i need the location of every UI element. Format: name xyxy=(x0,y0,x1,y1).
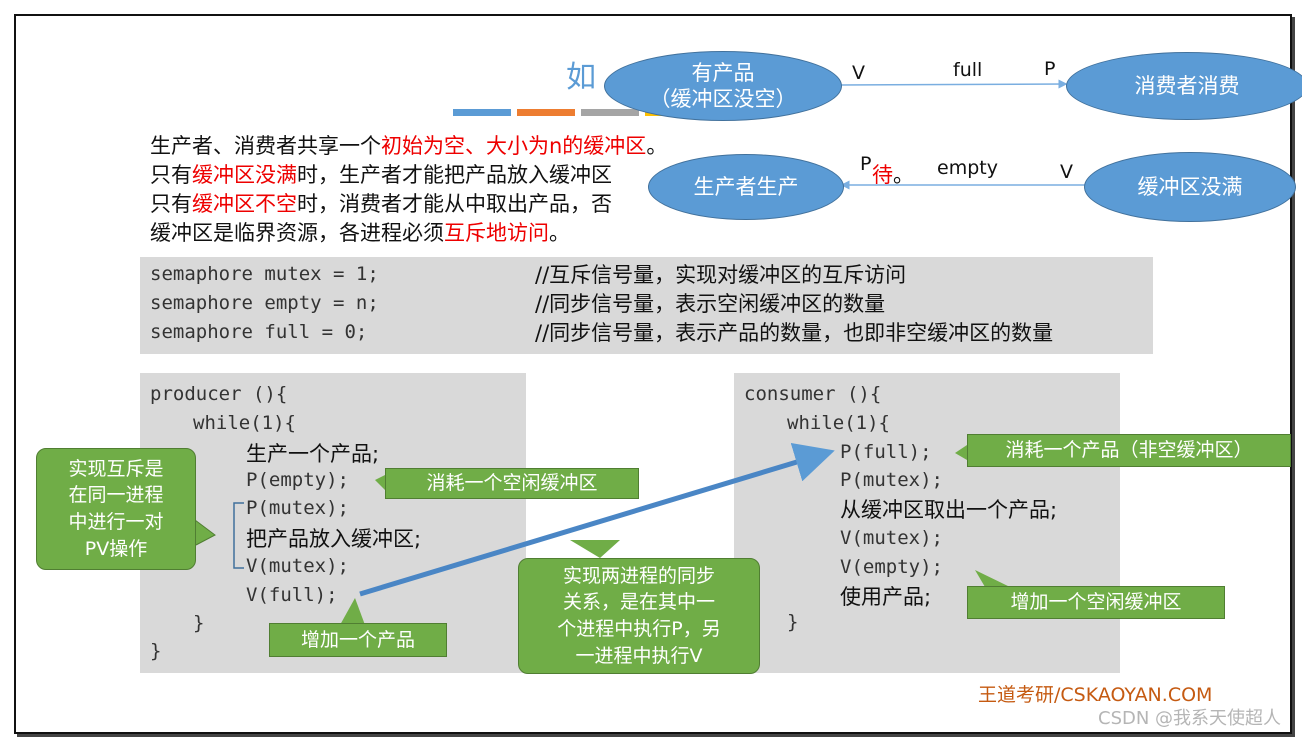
code-line: 使用产品; xyxy=(840,585,932,609)
intro-text-span: 只有 xyxy=(150,163,192,187)
edge-label: V xyxy=(1060,161,1073,183)
intro-text-span: 生产者、消费者共享一个 xyxy=(150,134,381,158)
node-not-full: 缓冲区没满 xyxy=(1084,152,1296,222)
node-consumer: 消费者消费 xyxy=(1066,52,1302,120)
code-line: producer (){ xyxy=(150,383,288,405)
intro-line: 生产者、消费者共享一个初始为空、大小为n的缓冲区。 xyxy=(150,130,667,160)
edge-label: P xyxy=(1044,58,1056,80)
semaphore-comment: //同步信号量，表示产品的数量，也即非空缓冲区的数量 xyxy=(535,321,1054,345)
code-line: consumer (){ xyxy=(744,383,882,405)
code-line: V(mutex); xyxy=(840,527,943,549)
intro-line: 只有缓冲区没满时，生产者才能把产品放入缓冲区 待。 xyxy=(150,159,914,189)
node-producer: 生产者生产 xyxy=(648,154,844,220)
accent-bar xyxy=(453,109,511,116)
intro-line: 缓冲区是临界资源，各进程必须互斥地访问。 xyxy=(150,217,570,247)
code-line: while(1){ xyxy=(193,412,296,434)
edge-label: P xyxy=(860,153,872,175)
intro-text-span: 待 xyxy=(872,163,893,187)
bracket xyxy=(233,502,244,569)
code-line: V(empty); xyxy=(840,556,943,578)
intro-text-span: 。 xyxy=(893,163,914,187)
callout-tail xyxy=(375,475,385,490)
consumer-code: consumer (){ while(1){ P(full); P(mutex)… xyxy=(734,373,1120,673)
intro-text-span: 互斥地访问 xyxy=(444,221,549,245)
code-line: P(mutex); xyxy=(246,497,349,519)
code-line: P(full); xyxy=(840,441,932,463)
code-line: 把产品放入缓冲区; xyxy=(246,527,422,551)
semaphore-comment: //互斥信号量，实现对缓冲区的互斥访问 xyxy=(535,263,907,287)
semaphore-declaration: semaphore full = 0; xyxy=(150,321,368,343)
callout-add-empty: 增加一个空闲缓冲区 xyxy=(967,586,1225,619)
intro-text-span: 缓冲区是临界资源，各进程必须 xyxy=(150,221,444,245)
code-line: } xyxy=(193,612,205,634)
slide-title: 如 xyxy=(566,60,596,95)
callout-tail xyxy=(955,445,967,460)
callout-tail xyxy=(570,540,620,558)
csdn-watermark: CSDN @我系天使超人 xyxy=(1098,708,1282,729)
intro-line: 只有缓冲区不空时，消费者才能从中取出产品，否 xyxy=(150,188,612,218)
intro-text-span: 。 xyxy=(549,221,570,245)
edge-label: full xyxy=(953,59,983,81)
intro-text-span: 只有 xyxy=(150,192,192,216)
intro-text-span: 时，消费者才能从中取出产品，否 xyxy=(297,192,612,216)
code-line: 生产一个产品; xyxy=(246,442,380,466)
semaphore-declaration: semaphore empty = n; xyxy=(150,292,379,314)
accent-bar xyxy=(581,109,639,116)
callout-tail xyxy=(975,570,1010,587)
node-has-product: 有产品 （缓冲区没空） xyxy=(604,51,842,121)
code-line: while(1){ xyxy=(787,412,890,434)
accent-bar xyxy=(517,109,575,116)
full-edge xyxy=(839,79,1068,89)
semaphore-comment: //同步信号量，表示空闲缓冲区的数量 xyxy=(535,292,886,316)
edge-label: empty xyxy=(937,157,998,179)
semaphore-block: semaphore mutex = 1; //互斥信号量，实现对缓冲区的互斥访问 s… xyxy=(140,257,1153,354)
semaphore-declaration: semaphore mutex = 1; xyxy=(150,263,379,285)
intro-text-span: 时，生产者才能把产品放入缓冲区 xyxy=(297,163,612,187)
intro-text-span: 初始为空、大小为n的缓冲区 xyxy=(381,134,647,158)
intro-text-span: 缓冲区不空 xyxy=(192,192,297,216)
code-line: 从缓冲区取出一个产品; xyxy=(840,498,1058,522)
callout-add-product: 增加一个产品 xyxy=(269,623,447,657)
code-line: V(full); xyxy=(246,584,338,606)
callout-consume-empty: 消耗一个空闲缓冲区 xyxy=(385,468,639,499)
callout-sync: 实现两进程的同步 关系，是在其中一 个进程中执行P，另 一进程中执行V xyxy=(518,558,760,674)
code-line: P(empty); xyxy=(246,469,349,491)
callout-consume-product: 消耗一个产品（非空缓冲区） xyxy=(967,434,1291,467)
callout-mutex-pair: 实现互斥是 在同一进程 中进行一对 PV操作 xyxy=(36,448,196,570)
callout-tail xyxy=(340,598,365,625)
code-line: } xyxy=(787,611,799,633)
intro-text-span: 。 xyxy=(646,134,668,158)
sync-arrow xyxy=(359,442,835,597)
code-line: P(mutex); xyxy=(840,469,943,491)
slide-frame xyxy=(14,14,1292,734)
code-line: } xyxy=(150,640,162,662)
footer-brand: 王道考研/CSKAOYAN.COM xyxy=(978,684,1213,706)
code-line: V(mutex); xyxy=(246,555,349,577)
intro-text-span: 缓冲区没满 xyxy=(192,163,297,187)
callout-tail xyxy=(194,519,216,546)
edge-label: V xyxy=(852,62,865,84)
